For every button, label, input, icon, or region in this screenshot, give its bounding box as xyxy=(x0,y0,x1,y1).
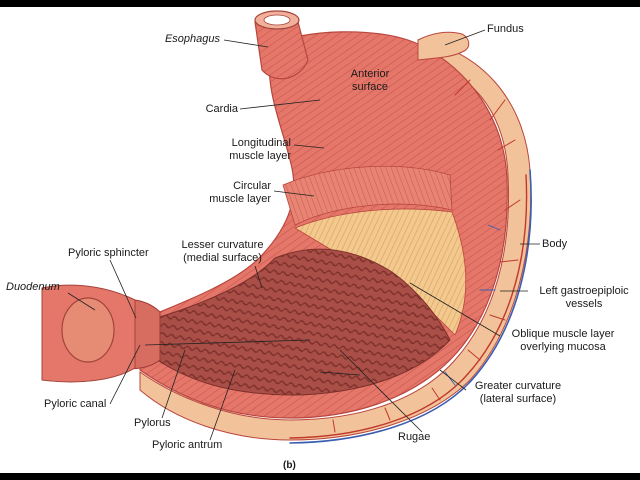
label-body: Body xyxy=(542,238,568,250)
label-longitudinal-line1: Longitudinal xyxy=(231,137,291,149)
label-cardia: Cardia xyxy=(205,103,238,115)
label-circular-line1: Circular xyxy=(233,180,271,192)
label-left-gastroepiploic-line2: vessels xyxy=(565,298,603,310)
label-pyloric-canal: Pyloric canal xyxy=(44,398,107,410)
circular-muscle-band xyxy=(282,165,453,226)
label-oblique-muscle: Oblique muscle layer overlying mucosa xyxy=(500,328,626,354)
label-left-gastroepiploic-line1: Left gastroepiploic xyxy=(539,285,629,297)
esophagus-lumen xyxy=(263,14,291,26)
label-anterior-surface-line1: Anterior xyxy=(350,68,390,80)
label-pyloric-sphincter: Pyloric sphincter xyxy=(68,247,149,259)
rugae-mucosa xyxy=(149,248,451,396)
label-pylorus: Pylorus xyxy=(134,417,171,429)
serosa-band xyxy=(139,39,532,441)
label-oblique-line2: overlying mucosa xyxy=(520,341,606,353)
label-left-gastroepiploic: Left gastroepiploic vessels xyxy=(530,285,638,311)
duodenum-cut-end xyxy=(61,297,115,363)
label-lesser-curvature-line2: (medial surface) xyxy=(183,252,262,264)
label-circular-line2: muscle layer xyxy=(209,193,271,205)
label-longitudinal-muscle: Longitudinal muscle layer xyxy=(180,137,291,163)
label-pyloric-antrum: Pyloric antrum xyxy=(152,439,223,451)
panel-letter: (b) xyxy=(283,460,296,471)
label-oblique-line1: Oblique muscle layer xyxy=(511,328,615,340)
label-lesser-curvature-line1: Lesser curvature xyxy=(181,239,264,251)
label-anterior-surface-line2: surface xyxy=(351,81,389,93)
label-greater-curvature-line2: (lateral surface) xyxy=(479,393,557,405)
label-fundus: Fundus xyxy=(487,23,524,35)
label-esophagus: Esophagus xyxy=(164,33,220,45)
label-anterior-surface: Anterior surface xyxy=(340,68,400,94)
leader-lines xyxy=(67,29,540,441)
label-greater-curvature: Greater curvature (lateral surface) xyxy=(466,380,570,406)
label-circular-muscle: Circular muscle layer xyxy=(180,180,271,206)
label-lesser-curvature: Lesser curvature (medial surface) xyxy=(170,239,275,265)
fundus-cap xyxy=(417,31,470,61)
label-greater-curvature-line1: Greater curvature xyxy=(474,380,562,392)
label-longitudinal-line2: muscle layer xyxy=(229,150,291,162)
label-rugae: Rugae xyxy=(398,431,431,443)
label-duodenum: Duodenum xyxy=(6,281,60,293)
